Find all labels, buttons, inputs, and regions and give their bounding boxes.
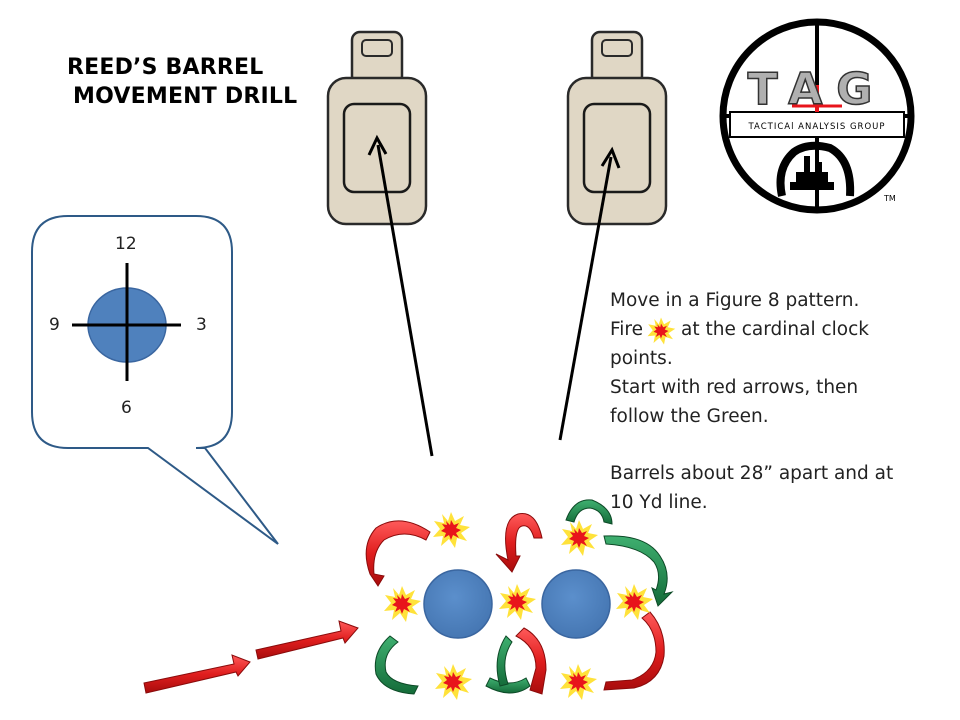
instruction-line6: Barrels about 28” apart and at <box>610 463 894 484</box>
logo-trademark: TM <box>883 194 896 203</box>
burst-icon <box>433 512 470 548</box>
aim-line-left <box>367 134 434 457</box>
barrel-left <box>423 569 493 639</box>
barrel-right <box>541 569 611 639</box>
burst-icon <box>499 584 536 620</box>
clock-label-12: 12 <box>115 234 137 254</box>
clock-label-9: 9 <box>49 315 60 335</box>
logo-subtitle: TACTICAl ANALYSIS GROUP <box>748 122 886 132</box>
burst-icon <box>384 586 421 622</box>
clock-callout-bubble <box>31 215 279 545</box>
logo-letters: TAG <box>748 64 887 115</box>
tag-logo <box>719 18 915 214</box>
target-left <box>326 30 428 226</box>
instruction-line4: Start with red arrows, then <box>610 377 859 398</box>
logo-emblem-icon <box>776 141 855 197</box>
instruction-line1: Move in a Figure 8 pattern. <box>610 290 860 311</box>
burst-icon <box>561 520 598 556</box>
target-right <box>566 30 668 226</box>
green-arrows-loop <box>374 499 674 695</box>
page-title-line1: REED’S BARREL <box>67 55 264 80</box>
burst-icon <box>435 664 472 700</box>
clock-label-3: 3 <box>196 315 207 335</box>
instruction-line7: 10 Yd line. <box>610 492 708 513</box>
red-arrows-loop <box>365 513 665 695</box>
instruction-line2: Fire at the cardinal clock <box>610 315 869 344</box>
instruction-line5: follow the Green. <box>610 406 769 427</box>
clock-diagram <box>72 263 181 381</box>
instruction-line3: points. <box>610 348 673 369</box>
instruction-fire: Fire <box>610 319 644 340</box>
burst-icon <box>560 664 597 700</box>
page-title-line2: MOVEMENT DRILL <box>73 84 298 109</box>
clock-label-6: 6 <box>121 398 132 418</box>
aim-line-right <box>558 146 621 441</box>
red-arrow-entry <box>143 620 359 694</box>
instruction-cardinal: at the cardinal clock <box>681 319 870 340</box>
